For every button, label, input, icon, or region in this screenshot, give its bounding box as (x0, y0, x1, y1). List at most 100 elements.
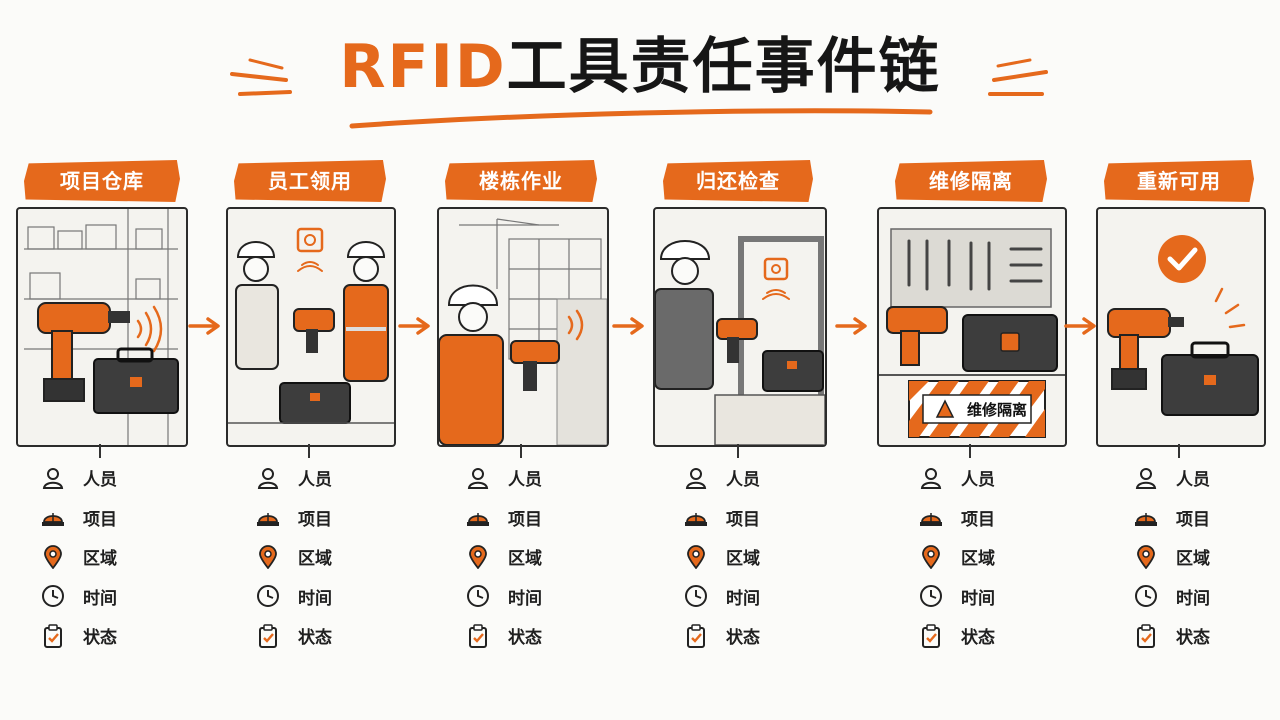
location-pin-icon (684, 544, 708, 569)
attr-area: 区域 (684, 537, 824, 577)
clipboard-check-icon (1134, 624, 1158, 648)
arrow-right-icon (398, 316, 432, 336)
stage-label: 归还检查 (663, 160, 813, 202)
person-icon (684, 466, 708, 490)
quarantine-sign (908, 380, 1046, 438)
attr-label: 项目 (508, 509, 542, 530)
crane-icon (459, 218, 559, 289)
attr-area: 区域 (41, 537, 181, 577)
drill-icon (293, 308, 335, 332)
rfid-tag-icon (296, 227, 324, 253)
stage-label: 员工领用 (234, 160, 386, 202)
clipboard-check-icon (41, 624, 65, 648)
attr-label: 状态 (961, 628, 995, 649)
drill-icon (510, 340, 560, 364)
title-main: 工具责任事件链 (506, 32, 941, 102)
attr-status: 状态 (41, 616, 181, 656)
attr-label: 状态 (1176, 628, 1210, 649)
rfid-signal-icon (136, 305, 163, 353)
attr-label: 项目 (1176, 509, 1210, 530)
location-pin-icon (41, 544, 65, 569)
scene-onsite-work (437, 207, 609, 447)
attr-label: 项目 (961, 509, 995, 530)
hardhat-icon (684, 505, 708, 529)
title-area: RFID工具责任事件链 (0, 22, 1280, 132)
location-pin-icon (256, 544, 280, 569)
connector-stem (520, 444, 522, 458)
attr-label: 时间 (298, 588, 332, 609)
onsite-work-illustration (439, 218, 607, 445)
attr-label: 人员 (298, 470, 332, 491)
toolbox-icon (279, 382, 351, 424)
worker-right (343, 241, 389, 382)
scene-repair-quarantine: 维修隔离 (877, 207, 1067, 447)
clock-icon (41, 584, 65, 608)
attr-status: 状态 (1134, 616, 1274, 656)
hardhat-icon (919, 505, 943, 529)
page-title: RFID工具责任事件链 (0, 22, 1280, 112)
attribute-list: 人员 项目 区域 时间 状态 (256, 458, 396, 656)
worker (655, 240, 714, 390)
attr-label: 时间 (726, 588, 760, 609)
stage-label: 楼栋作业 (445, 160, 597, 202)
attr-status: 状态 (684, 616, 824, 656)
stage-label: 维修隔离 (895, 160, 1047, 202)
location-pin-icon (466, 544, 490, 569)
attr-label: 状态 (83, 628, 117, 649)
rfid-signal-icon (297, 261, 323, 272)
person-icon (919, 466, 943, 490)
repair-quarantine-illustration: 维修隔离 (879, 228, 1065, 438)
attr-person: 人员 (256, 458, 396, 498)
connector-stem (308, 444, 310, 458)
attr-label: 区域 (298, 549, 332, 570)
toolbox-icon (93, 347, 179, 414)
attr-area: 区域 (1134, 537, 1274, 577)
attr-label: 项目 (298, 509, 332, 530)
attr-label: 人员 (508, 470, 542, 491)
rfid-signal-icon (567, 309, 584, 341)
attr-area: 区域 (256, 537, 396, 577)
return-check-illustration (655, 236, 825, 445)
stage-label: 项目仓库 (24, 160, 180, 202)
attr-person: 人员 (466, 458, 606, 498)
attr-area: 区域 (466, 537, 606, 577)
worker-left (235, 241, 279, 370)
person-icon (256, 466, 280, 490)
attr-time: 时间 (256, 577, 396, 617)
scene-warehouse (16, 207, 188, 447)
attr-status: 状态 (256, 616, 396, 656)
person-icon (466, 466, 490, 490)
attr-project: 项目 (1134, 498, 1274, 538)
attr-project: 项目 (256, 498, 396, 538)
clock-icon (1134, 584, 1158, 608)
attr-label: 时间 (961, 588, 995, 609)
attr-person: 人员 (919, 458, 1059, 498)
clipboard-check-icon (684, 624, 708, 648)
warehouse-illustration (24, 209, 179, 445)
rfid-tag-icon (763, 257, 789, 281)
attr-time: 时间 (1134, 577, 1274, 617)
attribute-list: 人员 项目 区域 时间 状态 (919, 458, 1059, 656)
toolbox-icon (762, 350, 824, 392)
location-pin-icon (1134, 544, 1158, 569)
arrow-right-icon (1064, 316, 1098, 336)
hardhat-icon (41, 505, 65, 529)
sparkle-lines (1214, 287, 1246, 329)
clipboard-check-icon (256, 624, 280, 648)
drill-icon (716, 318, 758, 340)
connector-stem (737, 444, 739, 458)
attr-time: 时间 (41, 577, 181, 617)
attribute-list: 人员 项目 区域 时间 状态 (466, 458, 606, 656)
attr-label: 人员 (1176, 470, 1210, 491)
clock-icon (919, 584, 943, 608)
attr-label: 时间 (1176, 588, 1210, 609)
arrow-right-icon (835, 316, 869, 336)
clock-icon (256, 584, 280, 608)
attr-label: 区域 (1176, 549, 1210, 570)
attr-label: 状态 (726, 628, 760, 649)
clipboard-check-icon (466, 624, 490, 648)
attr-project: 项目 (919, 498, 1059, 538)
attr-label: 时间 (83, 588, 117, 609)
person-icon (1134, 466, 1158, 490)
attr-project: 项目 (41, 498, 181, 538)
